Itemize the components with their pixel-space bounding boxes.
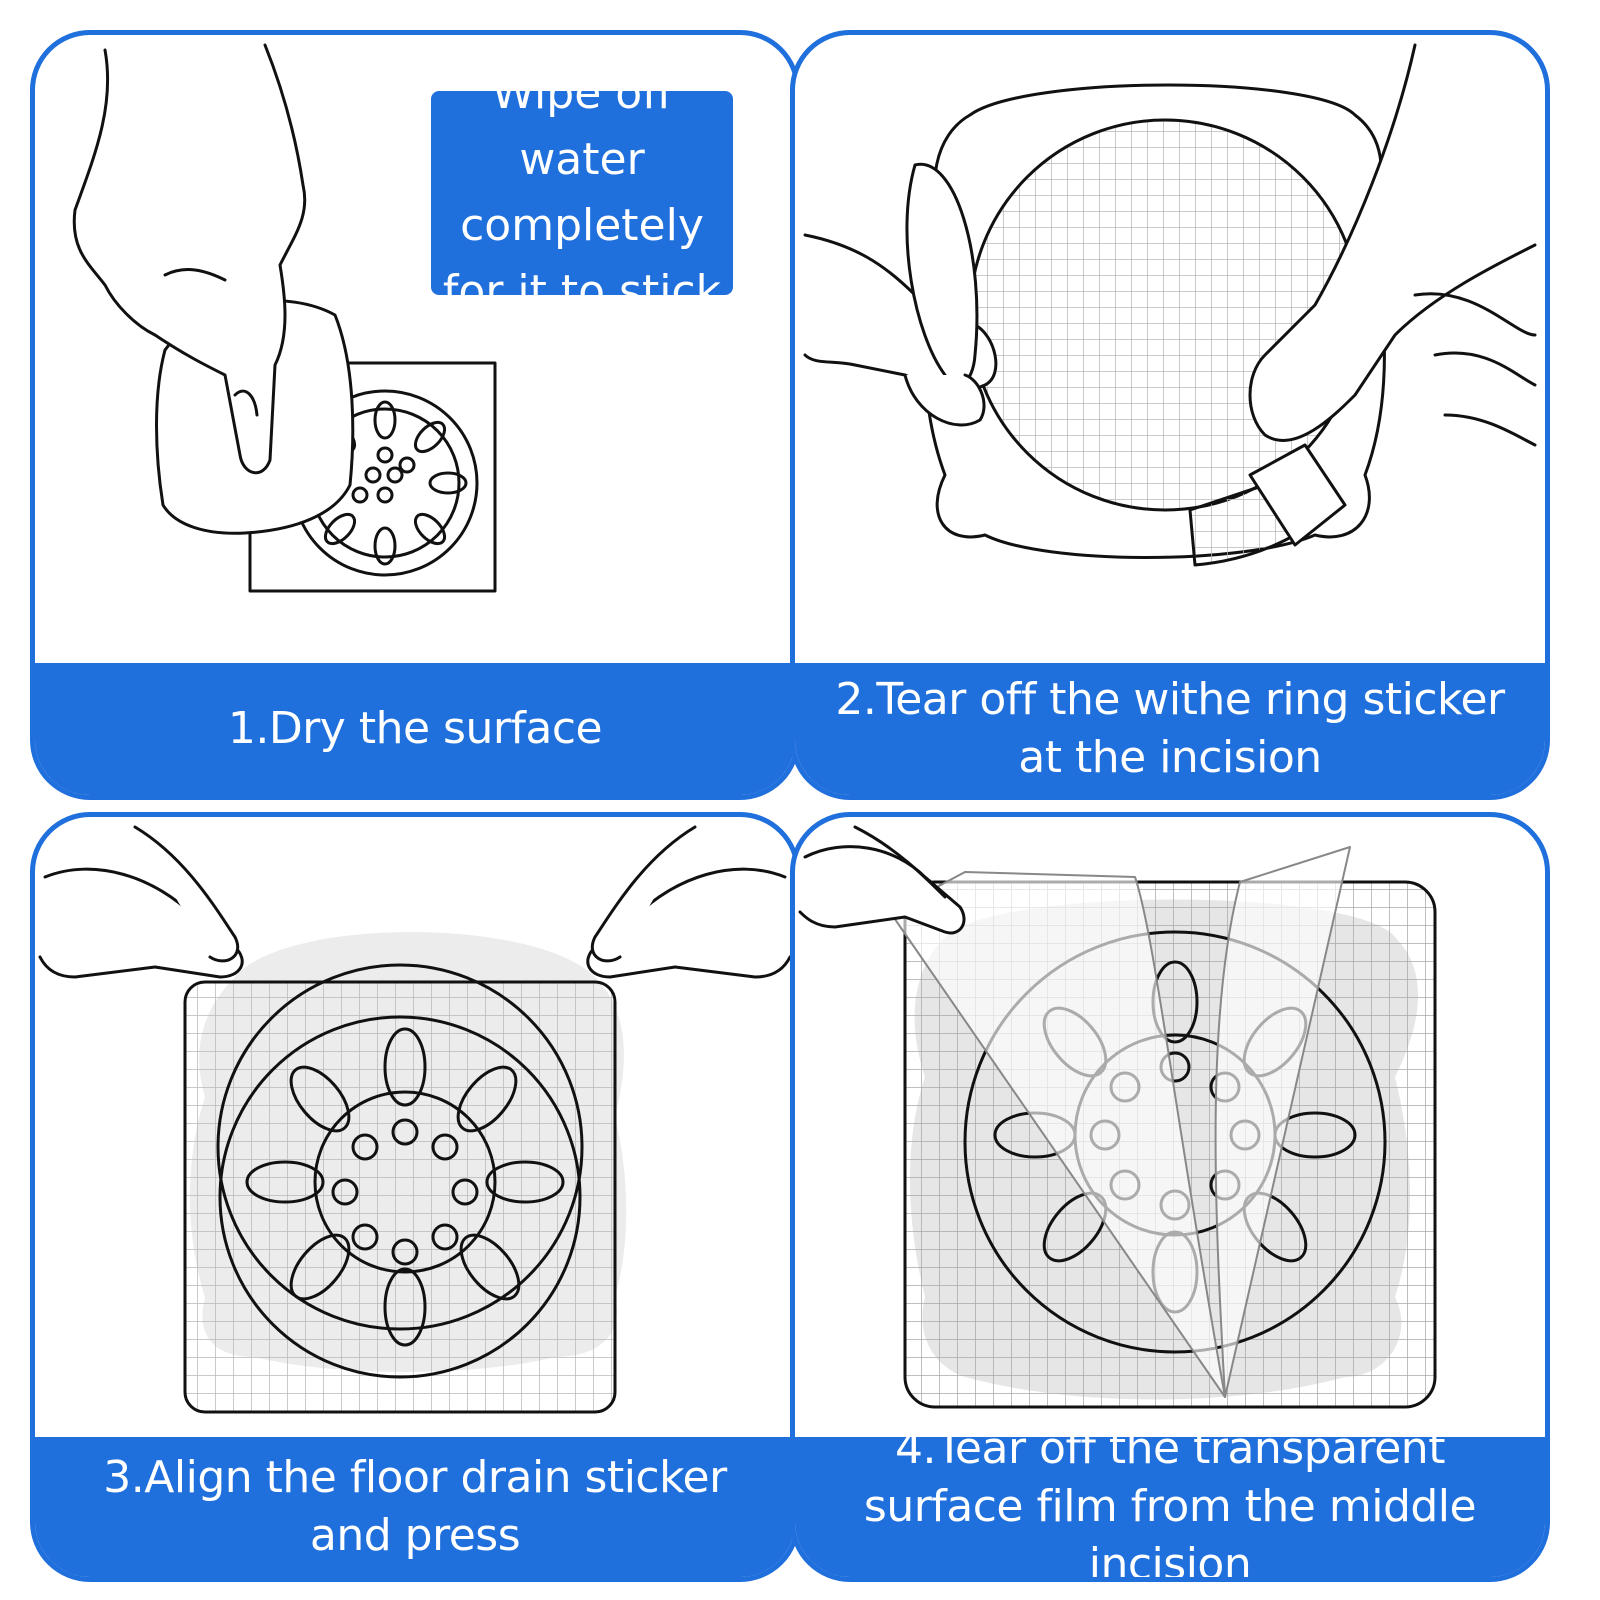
step-4-panel: 4.Tear off the transparent surface film … [790, 812, 1550, 1582]
left-hand [38, 867, 244, 979]
right-hand [1248, 43, 1537, 442]
step-3-panel: 3.Align the floor drain sticker and pres… [30, 812, 800, 1582]
sticker-ring [216, 963, 584, 1331]
step-1-caption: 1.Dry the surface [227, 703, 603, 754]
step-4-caption-bar: 4.Tear off the transparent surface film … [795, 1423, 1545, 1577]
step-3-caption: 3.Align the floor drain sticker and pres… [103, 1452, 727, 1561]
drain-petals [245, 1027, 565, 1347]
drain-center [313, 1090, 497, 1274]
step-3-caption-bar: 3.Align the floor drain sticker and pres… [35, 1437, 795, 1577]
step-1-panel: Wipe off water completely for it to stic… [30, 30, 800, 800]
hand [72, 43, 307, 474]
sticker-aligning-illustration [38, 825, 792, 1414]
step-4-caption: 4.Tear off the transparent surface film … [863, 1423, 1477, 1582]
film-peeling-illustration [798, 825, 1437, 1409]
drain-holes [331, 1118, 479, 1266]
step-2-panel: 2.Tear off the withe ring sticker at the… [790, 30, 1550, 800]
right-hand [586, 867, 792, 979]
ring-sticker-tearing-illustration [803, 43, 1537, 567]
step-2-caption: 2.Tear off the withe ring sticker at the… [835, 674, 1505, 783]
step-2-caption-bar: 2.Tear off the withe ring sticker at the… [795, 663, 1545, 795]
film-left [889, 871, 1226, 1398]
left-hand [798, 845, 966, 935]
film-right [1214, 846, 1351, 1398]
step-1-caption-bar: 1.Dry the surface [35, 663, 795, 795]
sticker-ring [963, 930, 1387, 1354]
instruction-note: Wipe off water completely for it to stic… [431, 68, 733, 317]
drain-wiping-illustration [72, 43, 497, 593]
